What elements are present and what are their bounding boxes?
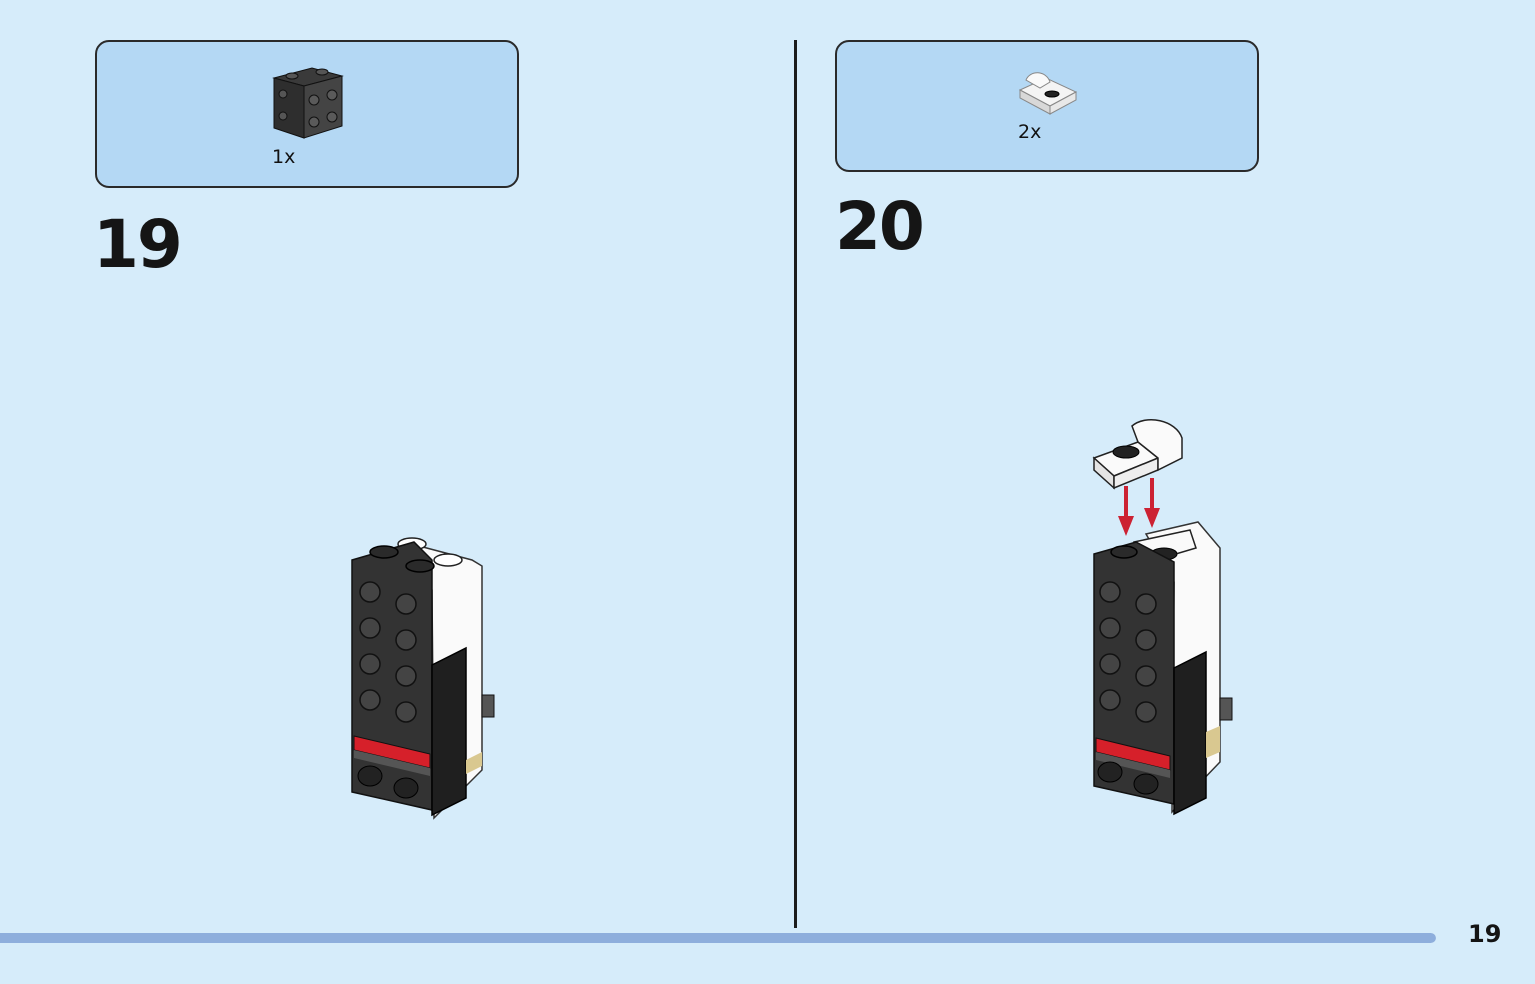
progress-bar <box>0 933 1436 943</box>
white-bracket-part-icon <box>1018 72 1078 115</box>
page-number: 19 <box>1468 920 1502 948</box>
dark-brick-part-icon <box>272 67 344 139</box>
page-divider <box>794 40 797 928</box>
part-quantity: 1x <box>272 146 296 168</box>
bracket-plate-piece <box>1092 419 1183 490</box>
placement-arrows <box>1118 478 1160 536</box>
step-number: 20 <box>835 188 925 265</box>
step-number: 19 <box>93 206 183 283</box>
progress-bar-fill <box>0 933 1436 943</box>
model-step-19-illustration <box>351 537 495 820</box>
model-step-20-illustration <box>1092 419 1233 816</box>
part-quantity: 2x <box>1018 121 1042 143</box>
